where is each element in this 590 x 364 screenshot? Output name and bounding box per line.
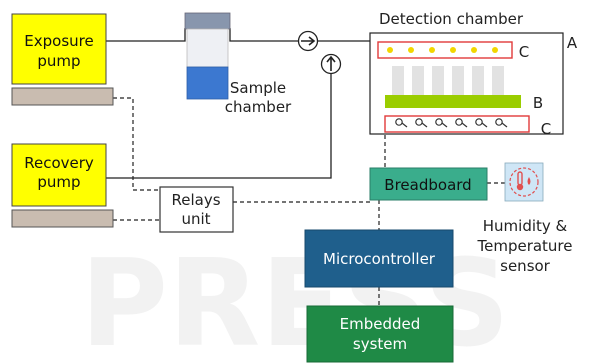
marker-c-top: C — [519, 43, 529, 61]
embedded-system: Embedded system — [306, 305, 454, 363]
relays-unit-box — [159, 186, 234, 233]
marker-c-bottom: C — [541, 120, 551, 138]
tubing-lines — [106, 28, 372, 179]
exposure-pump-body — [11, 13, 107, 85]
microcontroller-box — [304, 229, 454, 288]
exposure-pump-base — [11, 87, 114, 106]
sensor-element — [472, 66, 484, 95]
led-strip-outline — [377, 41, 513, 59]
sensor-element — [492, 66, 504, 95]
arrow-right-circle-icon — [297, 30, 319, 52]
led-dots — [387, 47, 498, 53]
breadboard-box — [369, 167, 488, 201]
sensor-label-line1: Humidity & — [483, 217, 568, 235]
recovery-pump-label-line2: pump — [37, 173, 80, 191]
relays-unit-label-line2: unit — [181, 210, 210, 228]
sensor-element — [392, 66, 404, 95]
exposure-pump: Exposure pump — [11, 13, 114, 106]
sensor-module: Humidity & Temperature sensor — [476, 162, 573, 275]
breadboard: Breadboard — [369, 167, 488, 201]
sensor-element — [432, 66, 444, 95]
sensor-label-line3: sensor — [500, 257, 551, 275]
embedded-system-label-line2: system — [353, 335, 407, 353]
sensor-array — [385, 66, 521, 108]
exposure-pump-label-line2: pump — [37, 52, 80, 70]
marker-a: A — [567, 34, 578, 52]
heater-strip-outline — [384, 115, 530, 133]
embedded-system-label-line1: Embedded — [340, 315, 421, 333]
marker-b: B — [533, 94, 543, 112]
embedded-system-box — [306, 305, 454, 363]
microcontroller: Microcontroller — [304, 229, 454, 288]
recovery-pump-label-line1: Recovery — [24, 154, 94, 172]
signal-wires — [113, 97, 505, 306]
sample-chamber: Sample chamber — [184, 12, 292, 116]
recovery-pump-base — [11, 209, 114, 228]
thermometer-droplet-icon — [509, 167, 539, 197]
breadboard-label: Breadboard — [384, 176, 471, 194]
detection-chamber-label: Detection chamber — [379, 10, 524, 28]
recovery-pump-body — [11, 143, 107, 207]
arrow-up-circle-icon — [320, 53, 342, 75]
sensor-plate — [385, 95, 521, 108]
sensor-module-box — [504, 162, 544, 202]
recovery-pump: Recovery pump — [11, 143, 114, 228]
heater-coil-icon — [395, 118, 508, 128]
sample-chamber-glass — [186, 28, 229, 68]
sensor-element — [452, 66, 464, 95]
sensor-label-line2: Temperature — [476, 237, 572, 255]
sample-chamber-label-line1: Sample — [230, 79, 286, 97]
sensor-element — [412, 66, 424, 95]
detection-chamber: Detection chamber — [369, 10, 578, 138]
sample-chamber-label-line2: chamber — [225, 98, 292, 116]
relays-unit-label-line1: Relays — [171, 191, 220, 209]
microcontroller-label: Microcontroller — [323, 250, 436, 268]
exposure-pump-label-line1: Exposure — [24, 32, 93, 50]
sample-liquid — [186, 66, 229, 100]
relays-unit: Relays unit — [159, 186, 234, 233]
sample-chamber-cap — [184, 12, 231, 30]
